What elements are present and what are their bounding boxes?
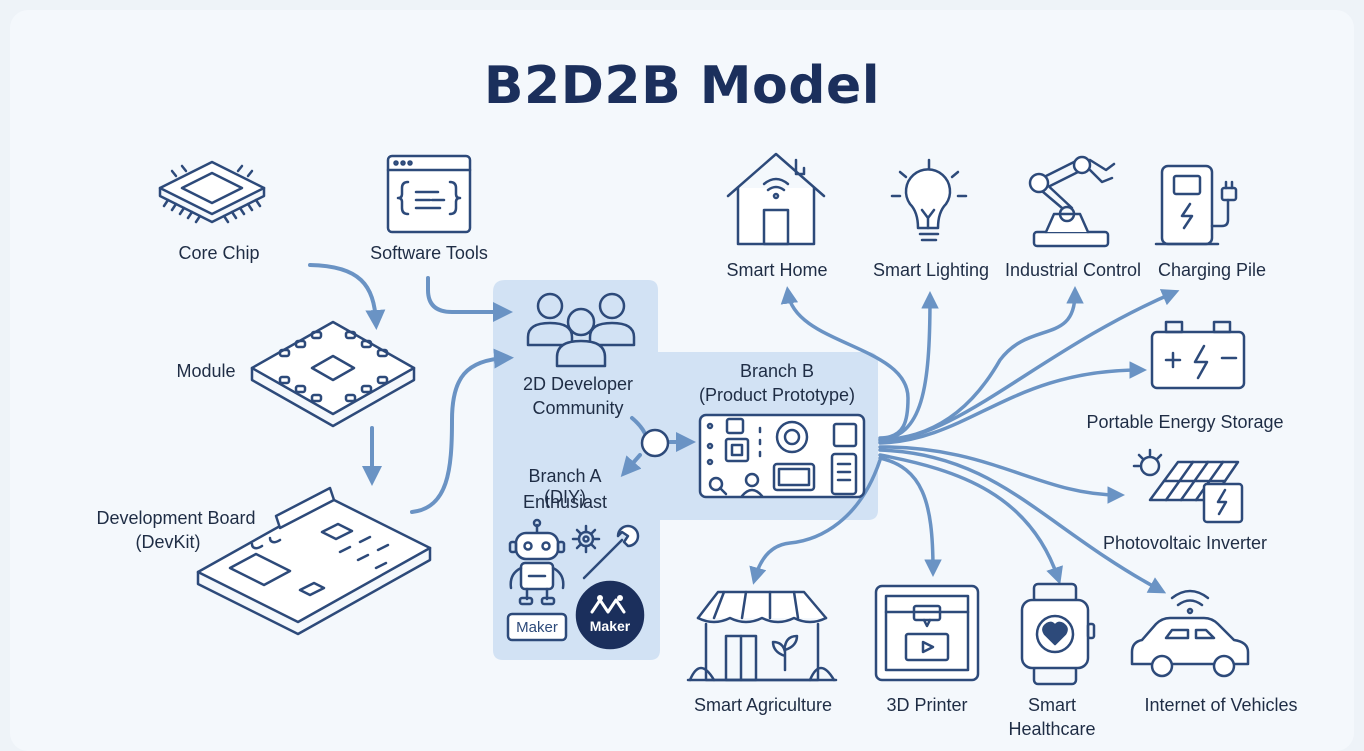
arrow-devboard-to-community (410, 348, 514, 514)
branch-a-label-line2: Enthusiast (522, 492, 608, 512)
branch-a-label-overlap: (DIY) (544, 487, 586, 507)
maker-badge-outline (506, 612, 568, 642)
core-chip-icon (158, 160, 266, 224)
3d-printer-icon (874, 584, 980, 682)
gear-icon (571, 524, 601, 554)
smart-agriculture-label: Smart Agriculture (693, 695, 833, 715)
junction-node (640, 428, 670, 458)
branch-a-label-line1: Branch A (528, 466, 602, 486)
software-tools-label: Software Tools (370, 243, 488, 263)
arrow-tools-to-community (426, 276, 513, 322)
development-board-icon (196, 486, 432, 636)
software-tools-icon (386, 154, 472, 234)
internet-of-vehicles-label: Internet of Vehicles (1144, 695, 1298, 715)
maker-badge-filled-text: Maker (590, 618, 631, 634)
wrench-icon (582, 524, 640, 580)
community-label-line2: Community (532, 398, 624, 418)
smart-agriculture-icon (686, 590, 838, 682)
smart-lighting-icon (890, 158, 968, 242)
smart-healthcare-label-line2: Healthcare (1008, 719, 1096, 739)
branch-b-label-line1: Branch B (739, 361, 815, 381)
smartwatch-icon (1020, 582, 1096, 686)
charging-pile-label: Charging Pile (1157, 260, 1267, 280)
maker-badge-filled (575, 580, 645, 650)
portable-energy-storage-label: Portable Energy Storage (1086, 412, 1284, 432)
battery-icon (1150, 320, 1246, 390)
arrow-node-to-branch-a (620, 453, 642, 478)
smart-home-icon (726, 152, 826, 246)
solar-panel-icon (1132, 448, 1244, 524)
community-panel (493, 280, 878, 660)
smart-home-label: Smart Home (726, 260, 828, 280)
community-label-line1: 2D Developer (522, 374, 634, 394)
module-label: Module (176, 361, 236, 381)
dev-board-label-line2: (DevKit) (135, 532, 201, 552)
product-prototype-board-icon (698, 413, 866, 499)
industrial-robot-arm-icon (1028, 155, 1116, 248)
maker-badge-outline-text: Maker (516, 619, 558, 636)
application-arrows (749, 286, 1180, 594)
robot-icon (508, 518, 566, 606)
supply-chain-arrows (308, 263, 696, 514)
industrial-control-label: Industrial Control (1004, 260, 1142, 280)
car-icon (1130, 589, 1250, 678)
3d-printer-label: 3D Printer (886, 695, 968, 715)
photovoltaic-inverter-label: Photovoltaic Inverter (1102, 533, 1268, 553)
core-chip-label: Core Chip (178, 243, 260, 263)
module-icon (250, 320, 416, 428)
smart-healthcare-label-line1: Smart (1027, 695, 1076, 715)
branch-b-label-line2: (Product Prototype) (698, 385, 856, 405)
page-title: B2D2B Model (483, 56, 881, 116)
smart-lighting-label: Smart Lighting (872, 260, 990, 280)
developer-community-icon (526, 292, 636, 368)
charging-pile-icon (1154, 164, 1238, 246)
dev-board-label-line1: Development Board (96, 508, 256, 528)
arrow-chip-to-module (308, 263, 386, 330)
